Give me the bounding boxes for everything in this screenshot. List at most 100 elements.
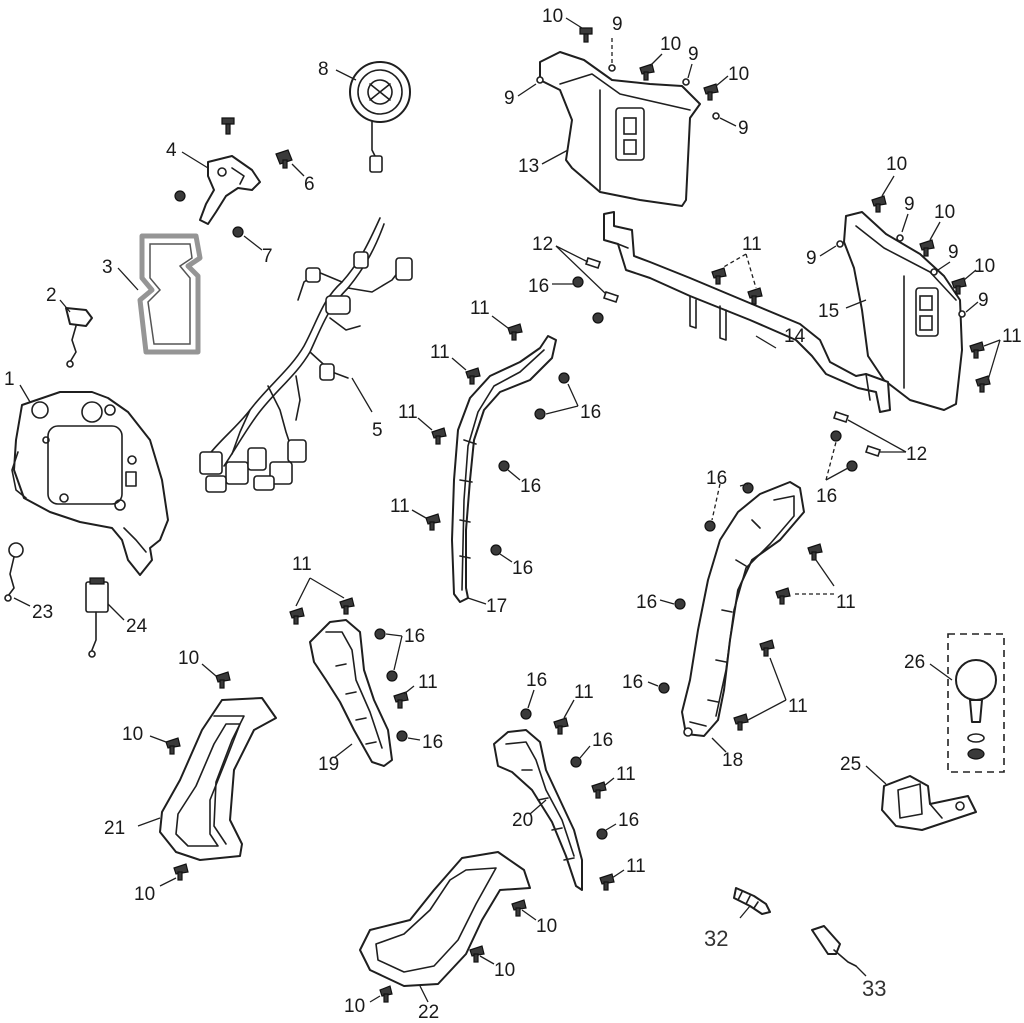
callout-22: 22 [418, 1002, 439, 1023]
screw-11-14b [747, 287, 763, 305]
screw-10-22b [469, 945, 485, 963]
screw-6 [275, 149, 293, 169]
part-24-switch [85, 577, 109, 658]
nut-7 [232, 226, 244, 238]
washer-9-15d [836, 240, 844, 248]
callout-5: 5 [372, 420, 383, 441]
part-20-mid-bracket [493, 729, 583, 891]
part-2-sensor [65, 307, 93, 368]
screw-11-17a [507, 323, 523, 341]
nut-16-17c [498, 460, 510, 472]
screw-11-18c [759, 639, 775, 657]
nut-16d [846, 460, 858, 472]
washer-9-15c [958, 310, 966, 318]
callout-19: 19 [318, 754, 339, 775]
screw-10-21c [173, 863, 189, 881]
screw-10-22c [379, 985, 393, 1003]
callout-16-19b: 16 [422, 732, 443, 753]
callout-11-20a: 11 [574, 682, 594, 703]
callout-15: 15 [818, 301, 839, 322]
callout-12a: 12 [532, 234, 553, 255]
screw-11-20b [591, 781, 607, 799]
nut-16-20a [520, 708, 532, 720]
part-18-arch-bracket [681, 481, 805, 737]
callout-10-15a: 10 [886, 154, 907, 175]
callout-9-13c: 9 [738, 118, 749, 139]
clip-12b [602, 290, 620, 304]
callout-16-20b: 16 [592, 730, 613, 751]
nut-16-18c [674, 598, 686, 610]
clip-12d [864, 444, 882, 458]
callout-11-18b: 11 [788, 696, 808, 717]
callout-16-18b: 16 [636, 592, 657, 613]
callout-8: 8 [318, 59, 329, 80]
screw-4a [221, 117, 235, 135]
callout-11-17b: 11 [430, 342, 450, 363]
callout-2: 2 [46, 285, 57, 306]
callout-10-13a: 10 [542, 6, 563, 27]
callout-10-15b: 10 [934, 202, 955, 223]
nut-16a [572, 276, 584, 288]
screw-10-21b [165, 737, 181, 755]
callout-14: 14 [784, 326, 806, 347]
callout-9-15d: 9 [806, 248, 817, 269]
callout-7: 7 [262, 246, 273, 267]
callout-26: 26 [904, 652, 925, 673]
part-1-dash-panel [11, 391, 169, 576]
nut-16-20c [596, 828, 608, 840]
screw-11-14a [711, 267, 727, 285]
callout-21: 21 [104, 818, 125, 839]
callout-9-15c: 9 [978, 290, 989, 311]
callout-11-17d: 11 [390, 496, 410, 517]
part-13-side-panel-upper [539, 51, 701, 207]
screw-11-17c [431, 427, 447, 445]
callout-6: 6 [304, 174, 315, 195]
screw-10-22a [511, 899, 527, 917]
part-21-step-frame-left [159, 697, 277, 861]
washer-9-15a [896, 234, 904, 242]
nut-16-19c [396, 730, 408, 742]
nut-16-17a [558, 372, 570, 384]
screw-11-19b [339, 597, 355, 615]
part-19-front-bracket [309, 619, 393, 767]
screw-11-20a [553, 717, 569, 735]
callout-9-15a: 9 [904, 194, 915, 215]
screw-10-13b [639, 63, 655, 81]
callout-10-22c: 10 [344, 996, 365, 1017]
callout-17: 17 [486, 596, 507, 617]
callout-18: 18 [722, 750, 743, 771]
part-4-bracket [199, 155, 261, 225]
part-15-side-panel-lower [843, 211, 963, 411]
callout-10-13b: 10 [660, 34, 681, 55]
callout-11-19b: 11 [418, 672, 438, 693]
screw-11-18d [733, 713, 749, 731]
screw-10-15b [919, 239, 935, 257]
callout-23: 23 [32, 602, 53, 623]
callout-11-17a: 11 [470, 298, 490, 319]
callout-11-20c: 11 [626, 856, 646, 877]
clip-12a [584, 256, 602, 270]
part-8-horn [349, 61, 411, 173]
nut-16c [830, 430, 842, 442]
nut-16b [592, 312, 604, 324]
callout-10-21b: 10 [122, 724, 143, 745]
part-3-gasket [137, 233, 203, 355]
nut-4b [174, 190, 186, 202]
screw-10-15c [951, 277, 967, 295]
callout-4: 4 [166, 140, 177, 161]
callout-16-17c: 16 [512, 558, 533, 579]
callout-10-21a: 10 [178, 648, 199, 669]
callout-10-22b: 10 [494, 960, 515, 981]
nut-16-17b [534, 408, 546, 420]
nut-16-17d [490, 544, 502, 556]
washer-9-13b [682, 78, 690, 86]
callout-11-14: 11 [742, 234, 762, 255]
callout-9-15b: 9 [948, 242, 959, 263]
callout-20: 20 [512, 810, 533, 831]
washer-9-13c [712, 112, 720, 120]
part-5-wiring-harness [199, 217, 413, 493]
screw-10-13a [579, 27, 593, 43]
screw-10-21a [215, 671, 231, 689]
callout-24: 24 [126, 616, 148, 637]
